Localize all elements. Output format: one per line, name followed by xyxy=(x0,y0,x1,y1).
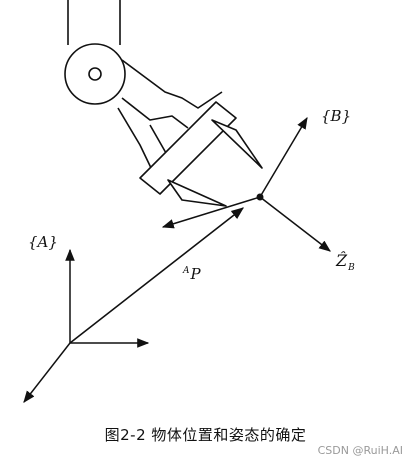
frame-b-z-axis xyxy=(259,196,331,252)
gripper-finger-lower xyxy=(167,179,227,207)
robot-joint-pin xyxy=(88,67,102,81)
frame-a-label: {A} xyxy=(28,233,58,251)
position-vector-arrow xyxy=(69,207,245,344)
position-vector-symbol: P xyxy=(190,265,201,283)
frame-b-axes xyxy=(161,116,331,252)
robot-wrist-link xyxy=(121,59,223,129)
position-vector-label: AP xyxy=(183,265,201,283)
position-vector-superscript: A xyxy=(183,266,190,276)
gripper xyxy=(139,101,263,207)
frame-b-y-axis xyxy=(259,116,308,198)
robot-joint-disc xyxy=(64,43,126,105)
z-axis-label: ẐB xyxy=(336,251,355,273)
z-axis-symbol: Ẑ xyxy=(336,251,348,270)
watermark: CSDN @RuiH.AI xyxy=(317,444,403,457)
z-axis-subscript: B xyxy=(348,263,355,273)
figure-caption: 图2-2 物体位置和姿态的确定 xyxy=(104,426,307,444)
frame-b-origin xyxy=(256,193,264,201)
frame-b-label: {B} xyxy=(321,107,352,125)
gripper-plate xyxy=(139,101,237,195)
frame-a-x-axis xyxy=(23,342,71,403)
frame-b-x-axis xyxy=(161,196,261,229)
frame-a-axes xyxy=(23,248,150,403)
gripper-finger-upper xyxy=(211,119,263,169)
robot-upper-link xyxy=(67,0,121,45)
